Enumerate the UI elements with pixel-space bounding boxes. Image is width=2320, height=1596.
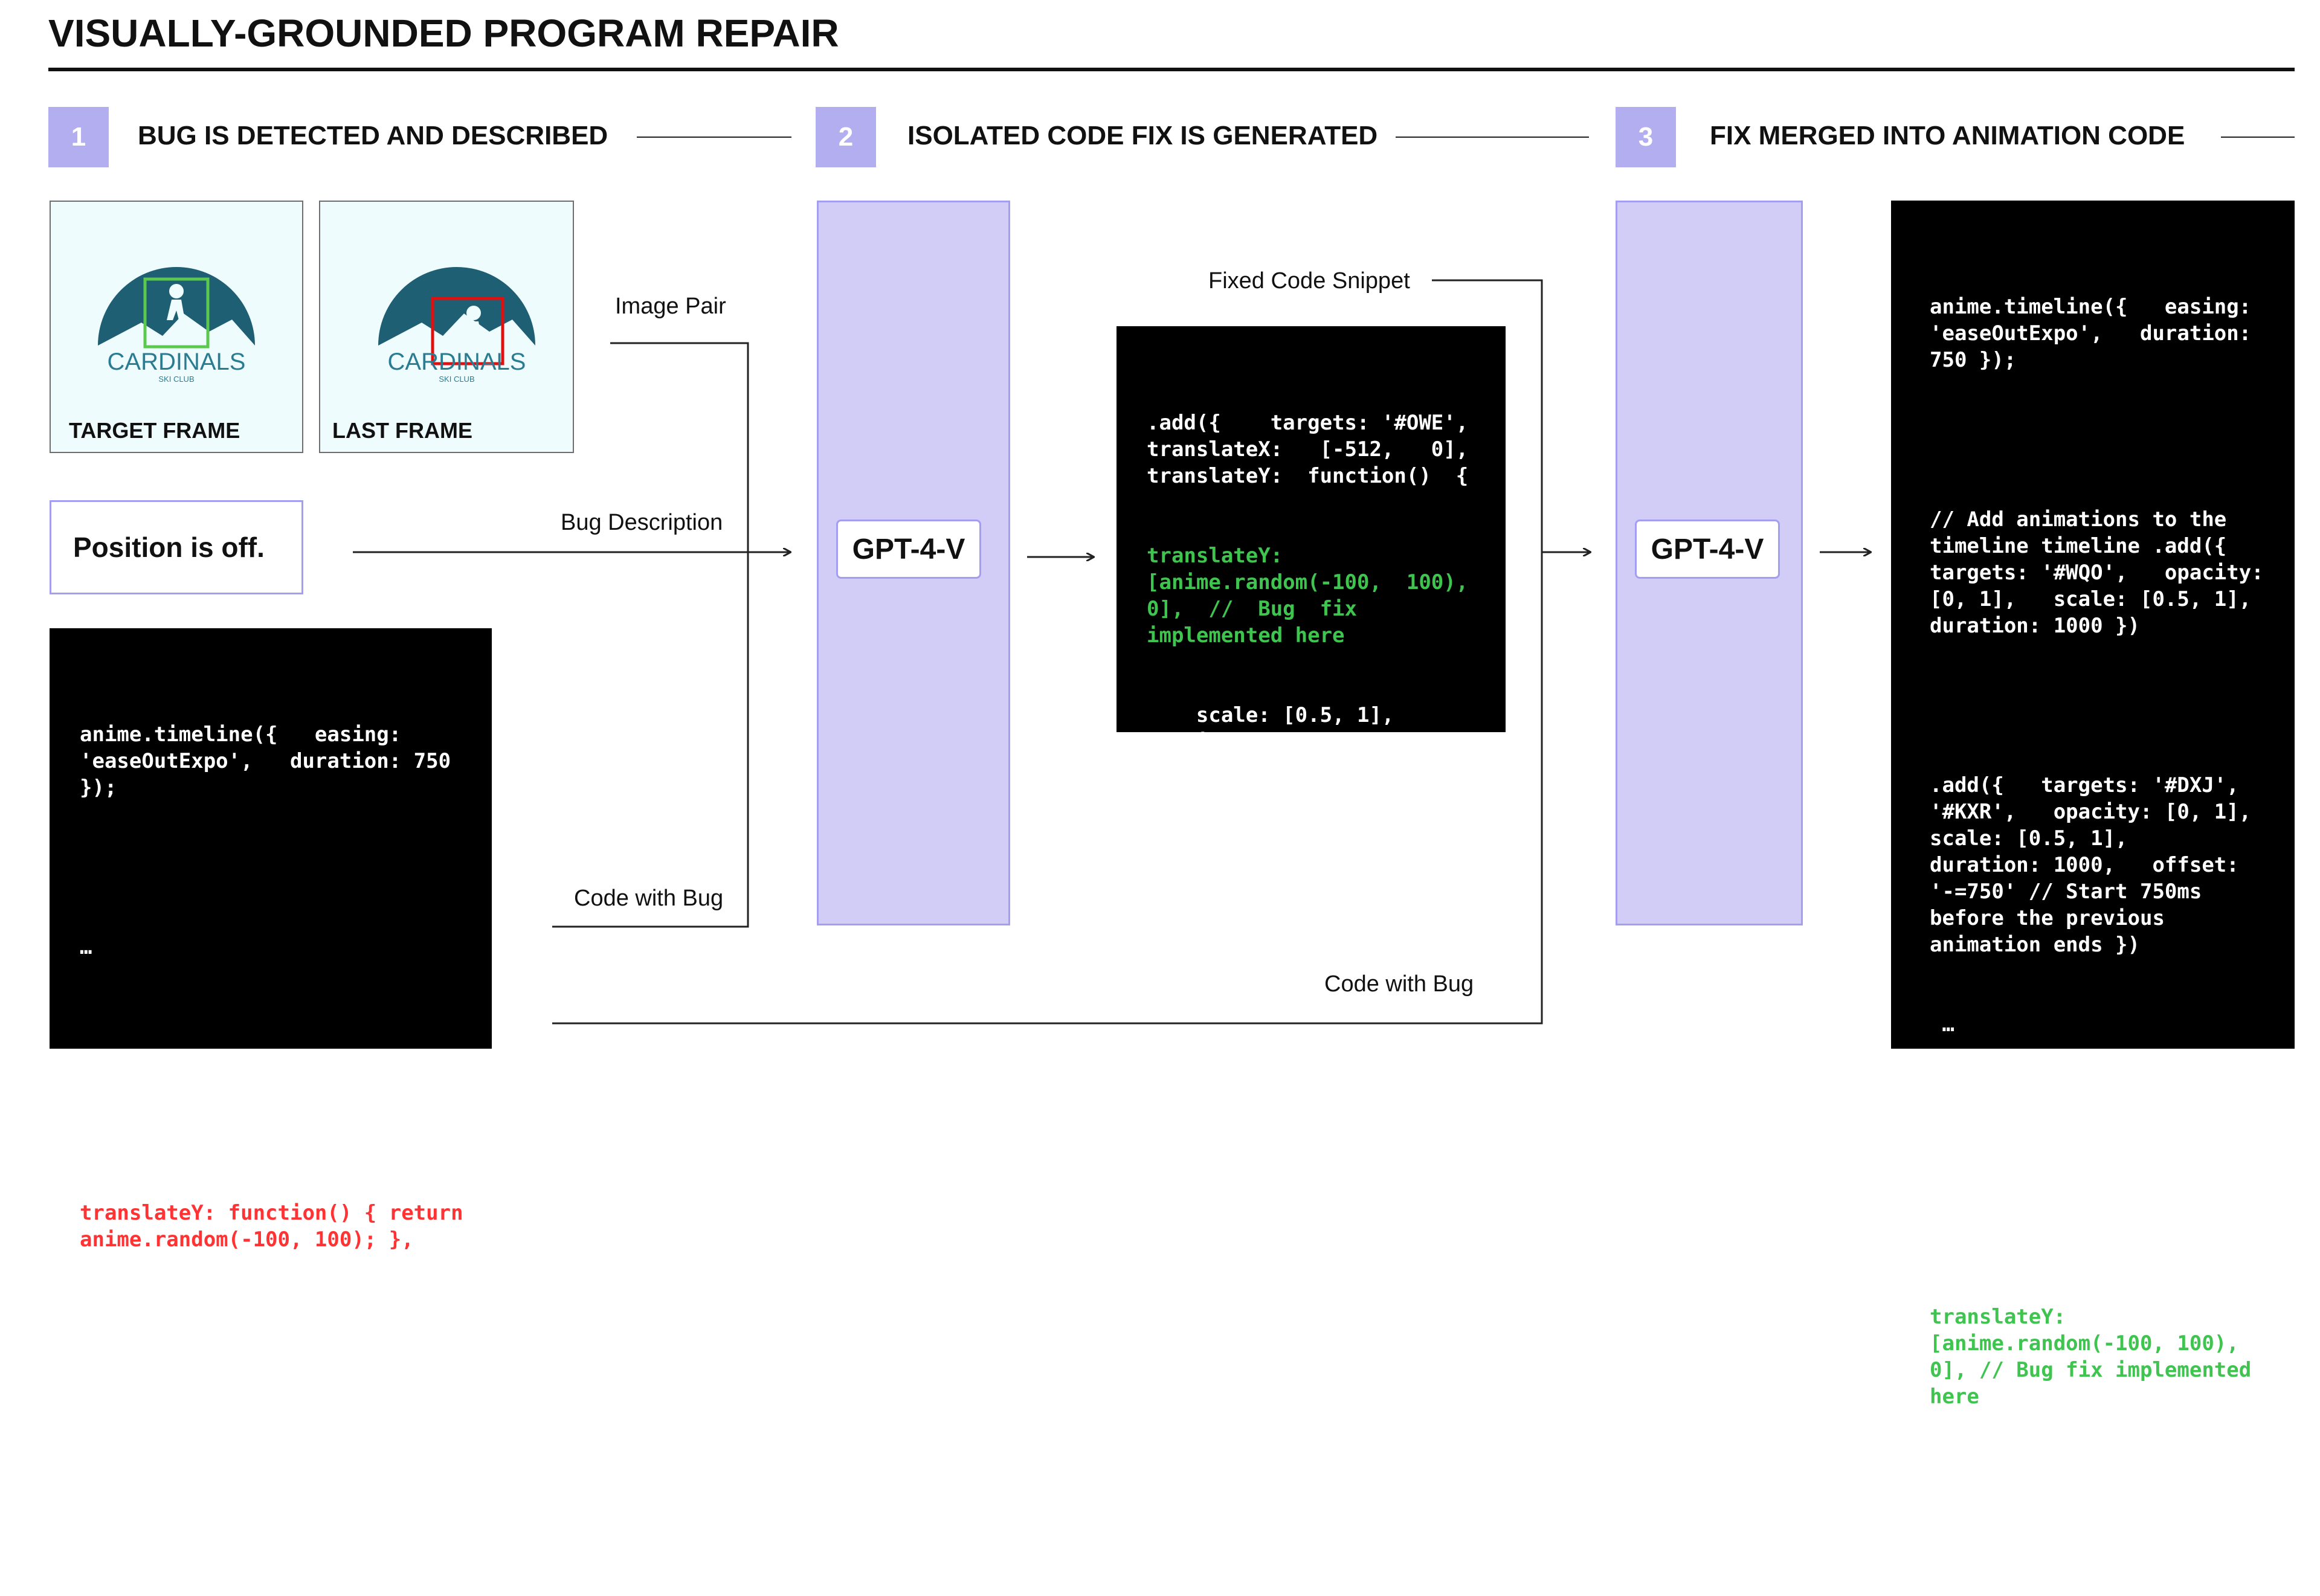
step-2-title: ISOLATED CODE FIX IS GENERATED xyxy=(907,121,1378,150)
merged-code-text: .add({ targets: '#DXJ', '#KXR', opacity:… xyxy=(1930,773,2289,957)
label-code-with-bug-bottom: Code with Bug xyxy=(1324,971,1474,997)
label-fixed-code-snippet: Fixed Code Snippet xyxy=(1208,268,1410,294)
fixed-snippet-fix: translateY: [anime.random(-100, 100), 0]… xyxy=(1147,544,1481,648)
label-code-with-bug: Code with Bug xyxy=(574,886,724,911)
buggy-code-line: .add({ targets: '#OWE', translateX: [-51… xyxy=(80,1095,402,1145)
model-badge-1: GPT-4-V xyxy=(836,520,981,579)
last-bbox xyxy=(431,297,504,365)
fixed-snippet-text: scale: [0.5, 1], opacity: [0, 1] }, dura… xyxy=(1147,703,1481,807)
step-3-title: FIX MERGED INTO ANIMATION CODE xyxy=(1710,121,2185,150)
merged-code-text: … xyxy=(1930,1012,1954,1037)
cardinals-logo-target: CARDINALS SKI CLUB xyxy=(98,267,255,383)
buggy-code-bug-line: translateY: function() { return anime.ra… xyxy=(80,1201,476,1252)
step-2-divider xyxy=(1396,137,1589,138)
buggy-code-line: anime.timeline({ easing: 'easeOutExpo', … xyxy=(80,722,463,800)
bug-description-box: Position is off. xyxy=(50,500,303,594)
step-2-number: 2 xyxy=(816,107,876,167)
step-1-number: 1 xyxy=(48,107,109,167)
logo-subtext-last: SKI CLUB xyxy=(439,375,474,383)
title-rule xyxy=(48,68,2295,71)
step-3-number: 3 xyxy=(1616,107,1676,167)
target-frame-caption: TARGET FRAME xyxy=(69,418,240,443)
wire-image-pair xyxy=(610,342,749,552)
step-3-divider xyxy=(2221,137,2295,138)
logo-text-target: CARDINALS xyxy=(108,349,246,375)
fixed-snippet-block: .add({ targets: '#OWE', translateX: [-51… xyxy=(1116,326,1506,807)
model-badge-2: GPT-4-V xyxy=(1635,520,1780,579)
last-frame: CARDINALS SKI CLUB LAST FRAME xyxy=(319,201,574,453)
buggy-code-line: scale: [0.5, 1], opacity: [0, 1], durati… xyxy=(80,1307,476,1385)
label-bug-description: Bug Description xyxy=(561,510,723,535)
step-1-divider xyxy=(637,137,791,138)
merged-code-text: .add({ targets: '#OWE', translateX: [-51… xyxy=(1930,1172,2252,1249)
target-frame: CARDINALS SKI CLUB TARGET FRAME xyxy=(50,201,303,453)
merged-code-text: scale: [0.5, 1], opacity: [0, 1] }, dura… xyxy=(1930,1464,2252,1568)
wire-code-with-bug xyxy=(552,552,749,928)
merged-code-fix: translateY: [anime.random(-100, 100), 0]… xyxy=(1930,1305,2264,1409)
step-1-title: BUG IS DETECTED AND DESCRIBED xyxy=(138,121,608,150)
logo-subtext-target: SKI CLUB xyxy=(158,375,194,383)
merged-code-text: // Add animations to the timeline timeli… xyxy=(1930,507,2289,638)
page-title: VISUALLY-GROUNDED PROGRAM REPAIR xyxy=(48,11,839,55)
logo-text-last: CARDINALS xyxy=(388,349,526,375)
connector-lines xyxy=(353,279,2320,1025)
merged-code-text: anime.timeline({ easing: 'easeOutExpo', … xyxy=(1930,295,2264,372)
fixed-snippet-text: .add({ targets: '#OWE', translateX: [-51… xyxy=(1147,411,1494,488)
cardinals-logo-last: CARDINALS SKI CLUB xyxy=(378,267,535,383)
buggy-code-line: … xyxy=(80,935,92,959)
wire-fixed-snippet xyxy=(1432,279,1543,552)
wire-code-with-bug-bottom xyxy=(552,552,1543,1025)
label-image-pair: Image Pair xyxy=(615,294,726,319)
last-frame-caption: LAST FRAME xyxy=(332,418,472,443)
target-bbox xyxy=(143,277,210,349)
